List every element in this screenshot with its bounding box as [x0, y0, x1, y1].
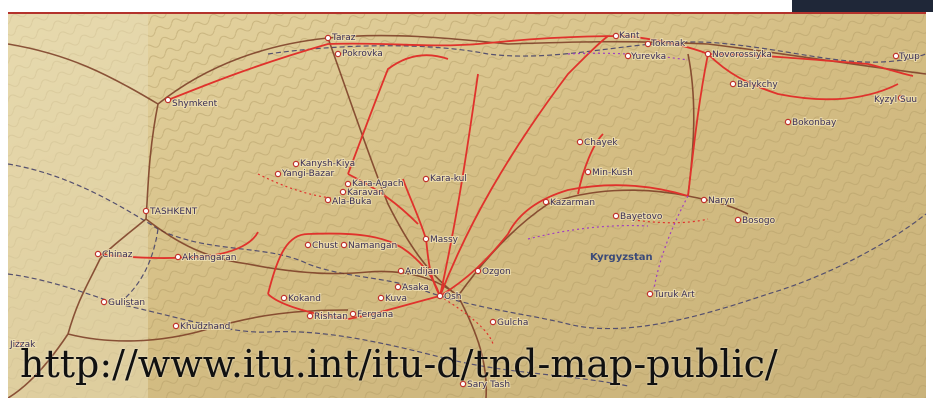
source-url-caption: http://www.itu.int/itu-d/tnd-map-public/ [20, 342, 778, 386]
city-label: Bokonbay [792, 118, 837, 128]
city-label: Kokand [288, 294, 321, 304]
city-label: Gulcha [497, 318, 528, 328]
city-label: Kant [619, 31, 640, 41]
planned-routes [257, 173, 709, 345]
city-label: Karavan [347, 188, 384, 198]
city-label: Tokmak [650, 39, 686, 49]
city-label: Shymkent [172, 99, 218, 109]
city-label: Akhangaran [182, 253, 236, 263]
city-label: Chinaz [102, 250, 133, 260]
country-borders [8, 41, 926, 387]
city-label: Chust [312, 241, 338, 251]
city-label: Osh [444, 292, 461, 302]
city-label: Min-Kush [592, 168, 633, 178]
city-label: Asaka [402, 283, 429, 293]
city-label: Pokrovka [342, 49, 383, 59]
city-label: Andijan [405, 267, 439, 277]
terrain-relief [8, 14, 926, 398]
city-label: Yurevka [630, 52, 666, 62]
city-label: Kuva [385, 294, 407, 304]
city-label: Khudzhand [180, 322, 230, 332]
city-label: Balykchy [737, 80, 778, 90]
city-label: Jizzak [9, 340, 36, 350]
city-label: Sary Tash [467, 380, 510, 390]
city-label: Novorossiyka [712, 50, 772, 60]
slide-corner-band [792, 0, 933, 12]
city-label: TASHKENT [149, 207, 198, 217]
city-label: Naryn [708, 196, 735, 206]
city-label: Kara-kul [430, 174, 467, 184]
city-label: Ala-Buka [332, 197, 372, 207]
city-label: Turuk Art [653, 290, 695, 300]
city-label: Kara-Agach [352, 179, 404, 189]
city-label: Kazarman [550, 198, 595, 208]
city-label: Massy [430, 235, 459, 245]
network-map: Taraz Pokrovka Shymkent Kant Tokmak Yure… [8, 12, 926, 398]
city-label: Tyup [898, 52, 920, 62]
city-label: Bosogo [742, 216, 776, 226]
city-label: Gulistan [108, 298, 145, 308]
city-labels: Taraz Pokrovka Shymkent Kant Tokmak Yure… [8, 30, 921, 391]
lowland-west [8, 14, 148, 398]
city-label: Rishtan [314, 312, 348, 322]
slide-top-strip [0, 0, 933, 12]
city-label: Ozgon [482, 267, 511, 277]
fiber-routes [97, 35, 914, 320]
city-label: Bayetovo [620, 212, 663, 222]
city-label: Kanysh-Kiya [300, 159, 355, 169]
city-label: Taraz [331, 33, 356, 43]
city-label: Yangi-Bazar [281, 169, 335, 179]
city-label: Namangan [348, 241, 397, 251]
city-label: Chayek [584, 138, 618, 148]
network-nodes [14, 32, 905, 388]
map-canvas: Taraz Pokrovka Shymkent Kant Tokmak Yure… [8, 14, 926, 398]
city-label: Fergana [357, 310, 393, 320]
city-label: Kyzyl Suu [874, 95, 917, 105]
country-label: Kyrgyzstan [590, 252, 653, 263]
